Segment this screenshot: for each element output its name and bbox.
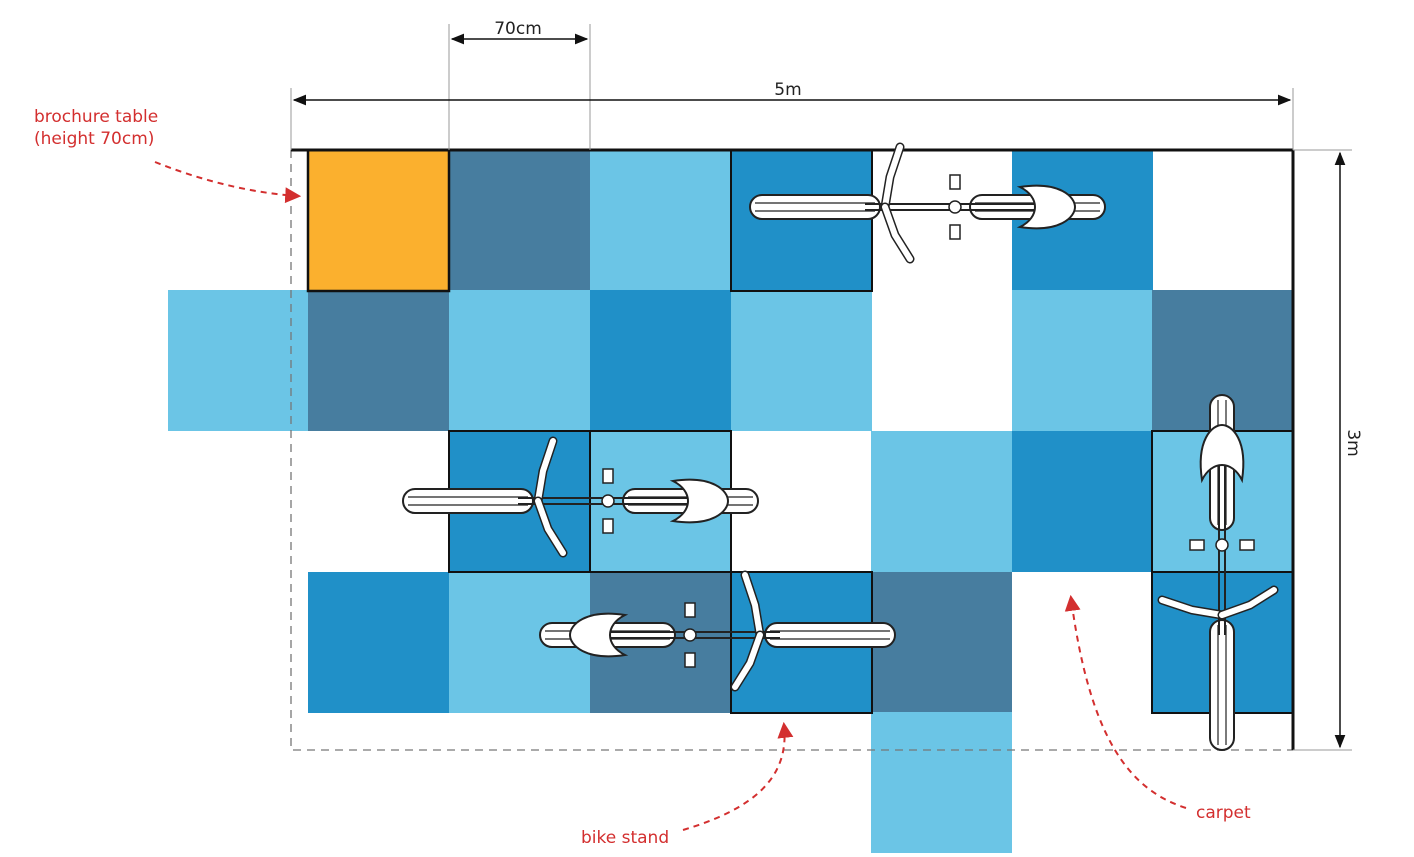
carpet-tile — [871, 572, 1012, 713]
carpet-tile — [731, 290, 872, 431]
module-width-label: 70cm — [494, 19, 542, 39]
booth-boundary — [290, 150, 1293, 751]
bike-stand-label: bike stand — [581, 828, 669, 848]
carpet-tile — [308, 572, 449, 713]
carpet-tile — [871, 431, 1012, 572]
carpet-tile — [308, 290, 449, 431]
dashed-curved-arrow-icon — [1064, 594, 1187, 809]
carpet-tile — [590, 290, 731, 431]
carpet-tile — [168, 290, 309, 431]
carpet-tile — [449, 290, 590, 431]
carpet-tile — [731, 150, 872, 291]
brochure-table-label-line1: brochure table — [34, 107, 158, 127]
dashed-curved-arrow-icon — [682, 721, 794, 831]
dimension-5m: 5m — [290, 80, 1294, 150]
carpet-annotation: carpet — [1064, 594, 1251, 823]
carpet-tile — [590, 150, 731, 291]
carpet-tile — [1012, 290, 1153, 431]
total-width-label: 5m — [774, 80, 801, 100]
carpet-tile — [1012, 431, 1153, 572]
brochure-table-label-line2: (height 70cm) — [34, 129, 154, 149]
total-depth-label: 3m — [1343, 429, 1363, 456]
dimension-70cm: 70cm — [448, 19, 591, 150]
carpet-tile — [871, 712, 1012, 853]
dimension-3m: 3m — [1293, 149, 1363, 751]
carpet-tile — [449, 150, 590, 291]
brochure-table — [306, 148, 451, 293]
carpet-label: carpet — [1196, 803, 1251, 823]
dashed-curved-arrow-icon — [154, 161, 302, 204]
bike-stand-annotation: bike stand — [581, 721, 794, 848]
brochure-table-annotation: brochure table (height 70cm) — [34, 107, 302, 204]
bike-stand-outline — [730, 149, 873, 292]
